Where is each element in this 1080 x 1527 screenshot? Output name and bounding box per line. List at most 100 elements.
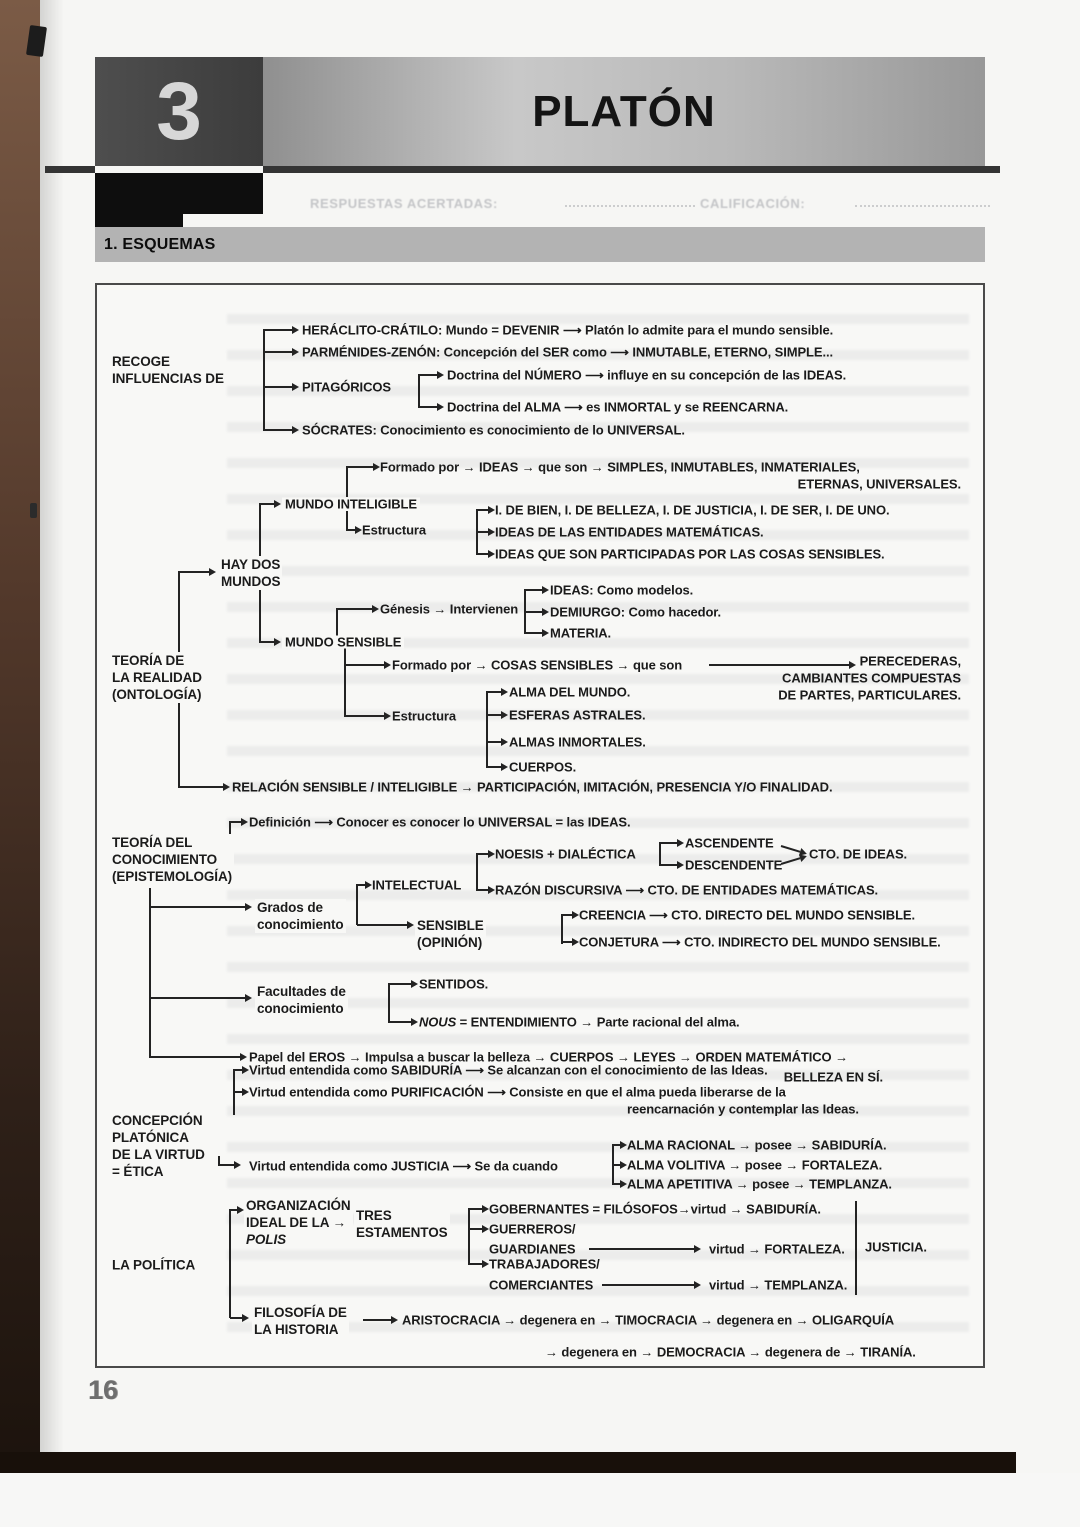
node-gen-demiurgo: DEMIURGO: Como hacedor. <box>550 604 722 620</box>
connector <box>346 511 348 531</box>
connector <box>660 861 684 869</box>
label-line-polis: POLIS <box>246 1232 287 1247</box>
connector <box>476 853 478 891</box>
connector <box>477 506 495 514</box>
label-line: DE LA VIRTUD <box>112 1147 205 1162</box>
label-line: INFLUENCIAS DE <box>112 371 224 386</box>
node-almas-inmortales: ALMAS INMORTALES. <box>509 734 646 750</box>
node-belleza-en-si: BELLEZA EN SÍ. <box>783 1069 883 1085</box>
node-perecederas: PERECEDERAS, <box>859 653 961 669</box>
connector <box>477 528 495 536</box>
connector <box>780 845 801 853</box>
header-rule <box>45 166 95 173</box>
node-parmenides: PARMÉNIDES-ZENÓN: Concepción del SER com… <box>302 344 833 360</box>
header-rule <box>263 166 1000 173</box>
node-virtud-justicia: Virtud entendida como JUSTICIA ⟶ Se da c… <box>249 1158 558 1174</box>
connector <box>418 374 420 408</box>
page-title: PLATÓN <box>532 86 716 136</box>
label-line: LA REALIDAD <box>112 670 202 685</box>
label-politica: LA POLÍTICA <box>112 1257 196 1273</box>
connector <box>525 586 549 594</box>
connector <box>344 647 346 717</box>
node-mundo-inteligible: MUNDO INTELIGIBLE <box>282 497 420 511</box>
label-influencias: RECOGE INFLUENCIAS DE <box>110 353 226 387</box>
connector <box>179 568 216 576</box>
schema-box: RECOGE INFLUENCIAS DE HERÁCLITO-CRÁTILO:… <box>95 283 985 1368</box>
node-relacion: RELACIÓN SENSIBLE / INTELIGIBLE → PARTIC… <box>232 779 833 795</box>
chapter-number: 3 <box>156 65 202 157</box>
connector <box>357 881 372 889</box>
label-line: CONOCIMIENTO <box>112 852 218 867</box>
node-comerciantes: COMERCIANTES <box>489 1277 594 1293</box>
connector <box>855 1201 857 1295</box>
ghost-calificacion-label: CALIFICACIÓN: <box>700 196 806 211</box>
node-ideas-matematicas: IDEAS DE LAS ENTIDADES MATEMÁTICAS. <box>495 524 764 540</box>
connector <box>477 550 495 558</box>
connector <box>150 994 252 1002</box>
connector <box>346 466 348 497</box>
section-header: 1. ESQUEMAS <box>95 227 985 262</box>
page-number: 16 <box>88 1375 119 1405</box>
node-cuerpos: CUERPOS. <box>509 759 577 775</box>
title-banner: PLATÓN <box>263 57 985 166</box>
section-title: 1. ESQUEMAS <box>104 235 216 253</box>
connector <box>149 888 151 1058</box>
connector <box>602 1281 701 1289</box>
connector <box>780 857 801 865</box>
node-cto-ideas: CTO. DE IDEAS. <box>809 846 908 862</box>
scan-artifact-tick <box>30 503 37 518</box>
connector <box>230 818 248 826</box>
node-nous: NOUS = ENTENDIMIENTO → Parte racional de… <box>419 1016 740 1029</box>
label-etica: CONCEPCIÓN PLATÓNICA DE LA VIRTUD = ÉTIC… <box>110 1112 207 1180</box>
node-conjetura: CONJETURA ⟶ CTO. INDIRECTO DEL MUNDO SEN… <box>579 934 941 950</box>
node-organizacion-polis: ORGANIZACIÓN IDEAL DE LA → POLIS <box>244 1197 353 1248</box>
label-line: SENSIBLE <box>417 918 484 933</box>
connector <box>356 884 358 925</box>
connector <box>389 1018 418 1026</box>
node-trabajadores: TRABAJADORES/ <box>489 1256 600 1272</box>
scan-background <box>0 1473 1080 1527</box>
connector <box>561 914 563 944</box>
connector <box>419 371 444 379</box>
node-facultades: Facultades de conocimiento <box>255 983 348 1017</box>
connector <box>525 629 549 637</box>
page-bottom-edge <box>0 1452 1016 1473</box>
node-ideas-valores: I. DE BIEN, I. DE BELLEZA, I. DE JUSTICI… <box>495 502 890 518</box>
nous-rest: = ENTENDIMIENTO → Parte racional del alm… <box>456 1014 740 1030</box>
connector <box>487 738 508 746</box>
connector <box>562 938 579 946</box>
node-eros: Papel del EROS → Impulsa a buscar la bel… <box>249 1049 848 1065</box>
label-line: conocimiento <box>257 917 344 932</box>
connector <box>219 1161 241 1169</box>
node-gobernantes: GOBERNANTES = FILÓSOFOS→virtud → SABIDUR… <box>489 1201 821 1217</box>
nous-term: NOUS <box>419 1014 457 1030</box>
node-pitagoricos: PITAGÓRICOS <box>302 379 391 395</box>
connector <box>468 1208 470 1265</box>
connector <box>229 821 231 837</box>
label-epistemologia: TEORÍA DEL CONOCIMIENTO (EPISTEMOLOGÍA) <box>110 834 235 885</box>
label-line: IDEAL DE LA → <box>246 1215 346 1230</box>
connector <box>345 712 391 720</box>
connector <box>469 1225 489 1233</box>
connector <box>477 886 495 894</box>
node-grados: Grados de conocimiento <box>255 899 346 933</box>
label-line: CONCEPCIÓN <box>112 1113 203 1128</box>
node-esferas: ESFERAS ASTRALES. <box>509 707 646 723</box>
node-heraclito: HERÁCLITO-CRÁTILO: Mundo = DEVENIR ⟶ Pla… <box>302 322 834 338</box>
node-doctrina-numero: Doctrina del NÚMERO ⟶ influye en su conc… <box>447 367 847 383</box>
node-noesis: NOESIS + DIALÉCTICA <box>495 846 636 862</box>
connector <box>487 763 508 771</box>
node-guardianes: GUARDIANES <box>489 1241 576 1257</box>
ghost-respuestas-label: RESPUESTAS ACERTADAS: <box>310 196 498 211</box>
label-line: = ÉTICA <box>112 1164 164 1179</box>
node-descendente: DESCENDENTE <box>685 857 783 873</box>
node-genesis: Génesis → Intervienen <box>380 601 519 617</box>
node-historia-1: ARISTOCRACIA → degenera en → TIMOCRACIA … <box>402 1312 895 1328</box>
header-black-block <box>95 173 263 214</box>
connector <box>336 608 338 638</box>
connector <box>234 1066 249 1074</box>
connector <box>337 605 379 613</box>
label-ontologia: TEORÍA DE LA REALIDAD (ONTOLOGÍA) <box>110 652 204 703</box>
label-line: conocimiento <box>257 1001 344 1016</box>
node-razon-discursiva: RAZÓN DISCURSIVA ⟶ CTO. DE ENTIDADES MAT… <box>495 882 879 898</box>
